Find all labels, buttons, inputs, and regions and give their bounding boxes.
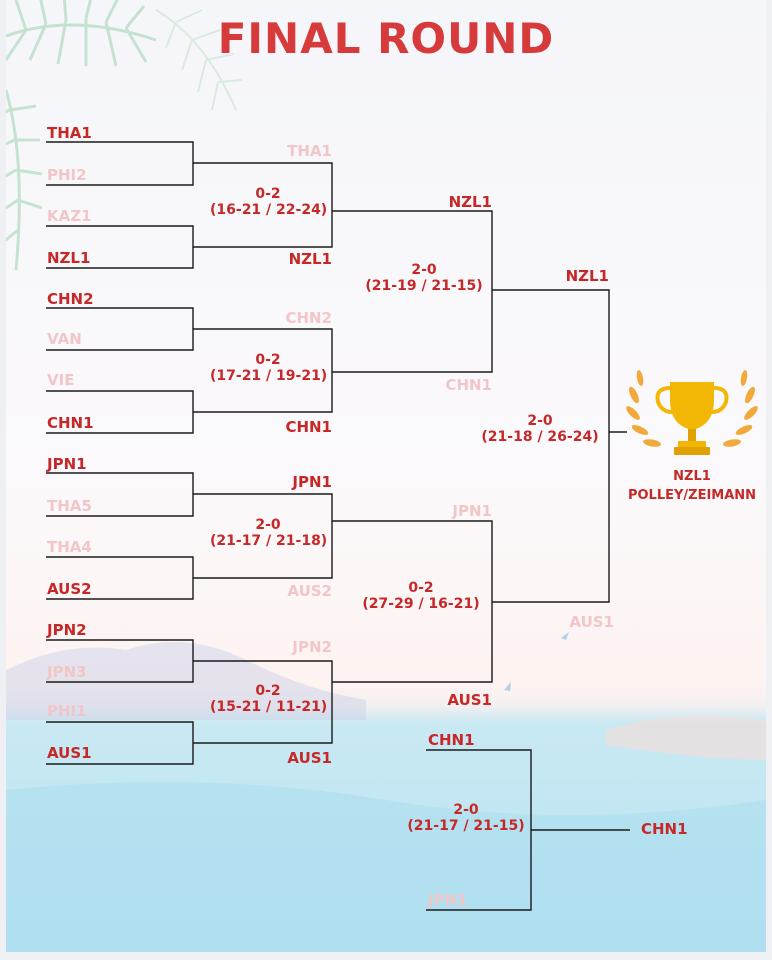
round1-team: JPN3: [47, 663, 87, 681]
round1-team: CHN1: [47, 414, 94, 432]
round1-team: THA5: [47, 497, 92, 515]
sf1-score: 2-0(21-19 / 21-15): [365, 262, 483, 294]
qf1-top-team: THA1: [287, 142, 332, 160]
round1-team: PHI2: [47, 166, 87, 184]
sf2-top-team: JPN1: [452, 502, 492, 520]
beach-background-illustration: [6, 0, 766, 952]
round1-team: THA4: [47, 538, 92, 556]
qf4-top-team: JPN2: [292, 638, 332, 656]
qf1-score: 0-2(16-21 / 22-24): [210, 186, 328, 218]
round1-team: VAN: [47, 330, 82, 348]
qf3-bottom-team: AUS2: [287, 582, 332, 600]
champion-team: NZL1: [673, 469, 711, 484]
qf4-bottom-team: AUS1: [287, 749, 332, 767]
bracket-line-sf1: [332, 210, 493, 373]
final-top-team: NZL1: [565, 267, 609, 285]
final-bottom-team: AUS1: [569, 613, 614, 631]
round1-team: VIE: [47, 371, 75, 389]
champion-block: NZL1 POLLEY/ZEIMANN: [612, 467, 772, 505]
sf2-score: 0-2(27-29 / 16-21): [362, 580, 480, 612]
bracket-line-final: [492, 289, 610, 603]
sf2-bottom-team: AUS1: [447, 691, 492, 709]
sf1-bottom-team: CHN1: [445, 376, 492, 394]
bracket-line-qf3: [193, 493, 333, 579]
third-place-bottom-team: JPN1: [428, 891, 468, 909]
round1-team: THA1: [47, 124, 92, 142]
round1-team: AUS2: [47, 580, 92, 598]
round1-team: PHI1: [47, 702, 87, 720]
bracket-line-qf2: [193, 328, 333, 413]
qf1-bottom-team: NZL1: [288, 250, 332, 268]
sf1-top-team: NZL1: [448, 193, 492, 211]
poster-background: [6, 0, 766, 952]
third-place-top-team: CHN1: [428, 731, 475, 749]
round1-team: JPN1: [47, 455, 87, 473]
qf2-score: 0-2(17-21 / 19-21): [210, 352, 328, 384]
bracket-line-qf4: [193, 660, 333, 744]
qf3-top-team: JPN1: [292, 473, 332, 491]
third-place-score: 2-0(21-17 / 21-15): [407, 802, 525, 834]
round1-team: NZL1: [47, 249, 91, 267]
qf3-score: 2-0(21-17 / 21-18): [210, 517, 328, 549]
round1-team: AUS1: [47, 744, 92, 762]
page-title: FINAL ROUND: [217, 14, 555, 63]
qf2-top-team: CHN2: [285, 309, 332, 327]
round1-team: KAZ1: [47, 207, 92, 225]
round1-team: JPN2: [47, 621, 87, 639]
qf2-bottom-team: CHN1: [285, 418, 332, 436]
qf4-score: 0-2(15-21 / 11-21): [210, 683, 328, 715]
final-score: 2-0(21-18 / 26-24): [481, 413, 599, 445]
champion-players: POLLEY/ZEIMANN: [627, 488, 757, 503]
third-place-winner: CHN1: [641, 820, 688, 838]
bracket-line-qf1: [193, 162, 333, 248]
round1-team: CHN2: [47, 290, 94, 308]
palm-leaf-icon: [6, 0, 157, 271]
trophy-icon: [626, 370, 758, 455]
